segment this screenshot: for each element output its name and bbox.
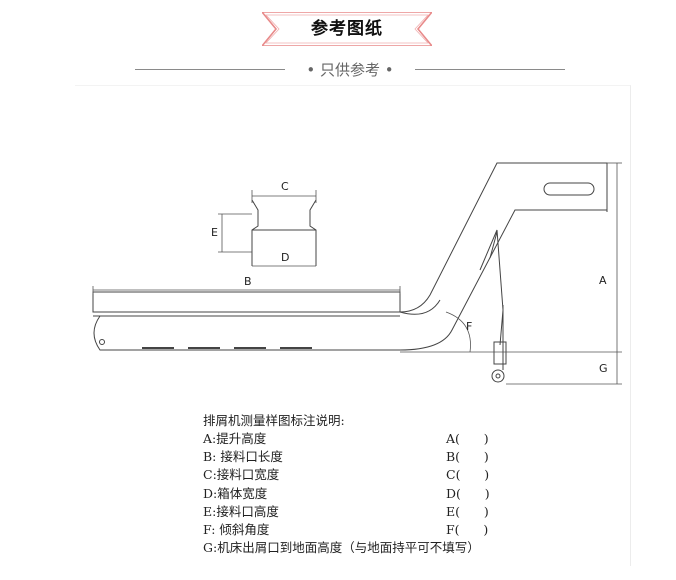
legend-row-a: A:提升高度 A( )	[203, 430, 533, 448]
head-slot	[543, 182, 595, 196]
banner-title: 参考图纸	[311, 19, 383, 39]
legend-label-c: C:接料口宽度	[203, 467, 280, 483]
section-profile	[251, 199, 317, 266]
drawing-frame	[75, 85, 631, 566]
caster-hub	[495, 373, 501, 379]
support-strut	[479, 229, 504, 346]
legend-row-g: G:机床出屑口到地面高度（与地面持平可不填写）	[203, 539, 533, 557]
dim-label-d: D	[281, 251, 289, 264]
legend: 排屑机测量样图标注说明: A:提升高度 A( ) B: 接料口长度 B( ) C…	[203, 412, 533, 557]
subtitle-divider-right	[415, 69, 565, 70]
legend-row-f: F: 倾斜角度 F( )	[203, 521, 533, 539]
legend-blank-c: C( )	[446, 467, 490, 483]
legend-blank-a: A( )	[446, 431, 489, 446]
banner-ribbon-shape	[262, 12, 432, 46]
legend-blank-f: F( )	[446, 521, 489, 537]
subtitle-divider-left	[135, 69, 285, 70]
subtitle-row: • 只供参考 •	[135, 58, 565, 82]
legend-label-e: E:接料口高度	[203, 503, 279, 519]
legend-label-b: B: 接料口长度	[203, 449, 283, 465]
incline-mid	[399, 299, 441, 315]
dim-label-f: F	[466, 320, 472, 333]
incline-outer	[399, 162, 608, 313]
legend-heading: 排屑机测量样图标注说明:	[203, 413, 345, 428]
trough-body	[92, 291, 401, 313]
legend-row-c: C:接料口宽度 C( )	[203, 466, 533, 484]
legend-blank-b: B( )	[446, 449, 489, 465]
incline-inner	[399, 209, 607, 351]
legend-row-b: B: 接料口长度 B( )	[203, 448, 533, 466]
trough-tail	[93, 315, 400, 351]
banner: 参考图纸	[262, 12, 432, 46]
legend-blank-e: E( )	[446, 503, 489, 519]
legend-label-d: D:箱体宽度	[203, 485, 268, 501]
legend-row-e: E:接料口高度 E( )	[203, 503, 533, 521]
legend-label-f: F: 倾斜角度	[203, 521, 270, 537]
subtitle-text: • 只供参考 •	[306, 61, 394, 79]
dim-label-e: E	[211, 226, 218, 239]
dim-label-g: G	[599, 362, 608, 375]
dim-label-c: C	[281, 180, 289, 193]
caster-wheel	[491, 369, 505, 383]
dim-label-b: B	[244, 275, 252, 288]
legend-blank-d: D( )	[446, 485, 490, 501]
legend-label-a: A:提升高度	[203, 431, 267, 446]
legend-row-d: D:箱体宽度 D( )	[203, 485, 533, 503]
caster-bracket	[493, 341, 507, 365]
legend-label-g: G:机床出屑口到地面高度（与地面持平可不填写）	[203, 540, 480, 556]
tail-pin	[99, 339, 105, 345]
dim-label-a: A	[599, 274, 607, 287]
